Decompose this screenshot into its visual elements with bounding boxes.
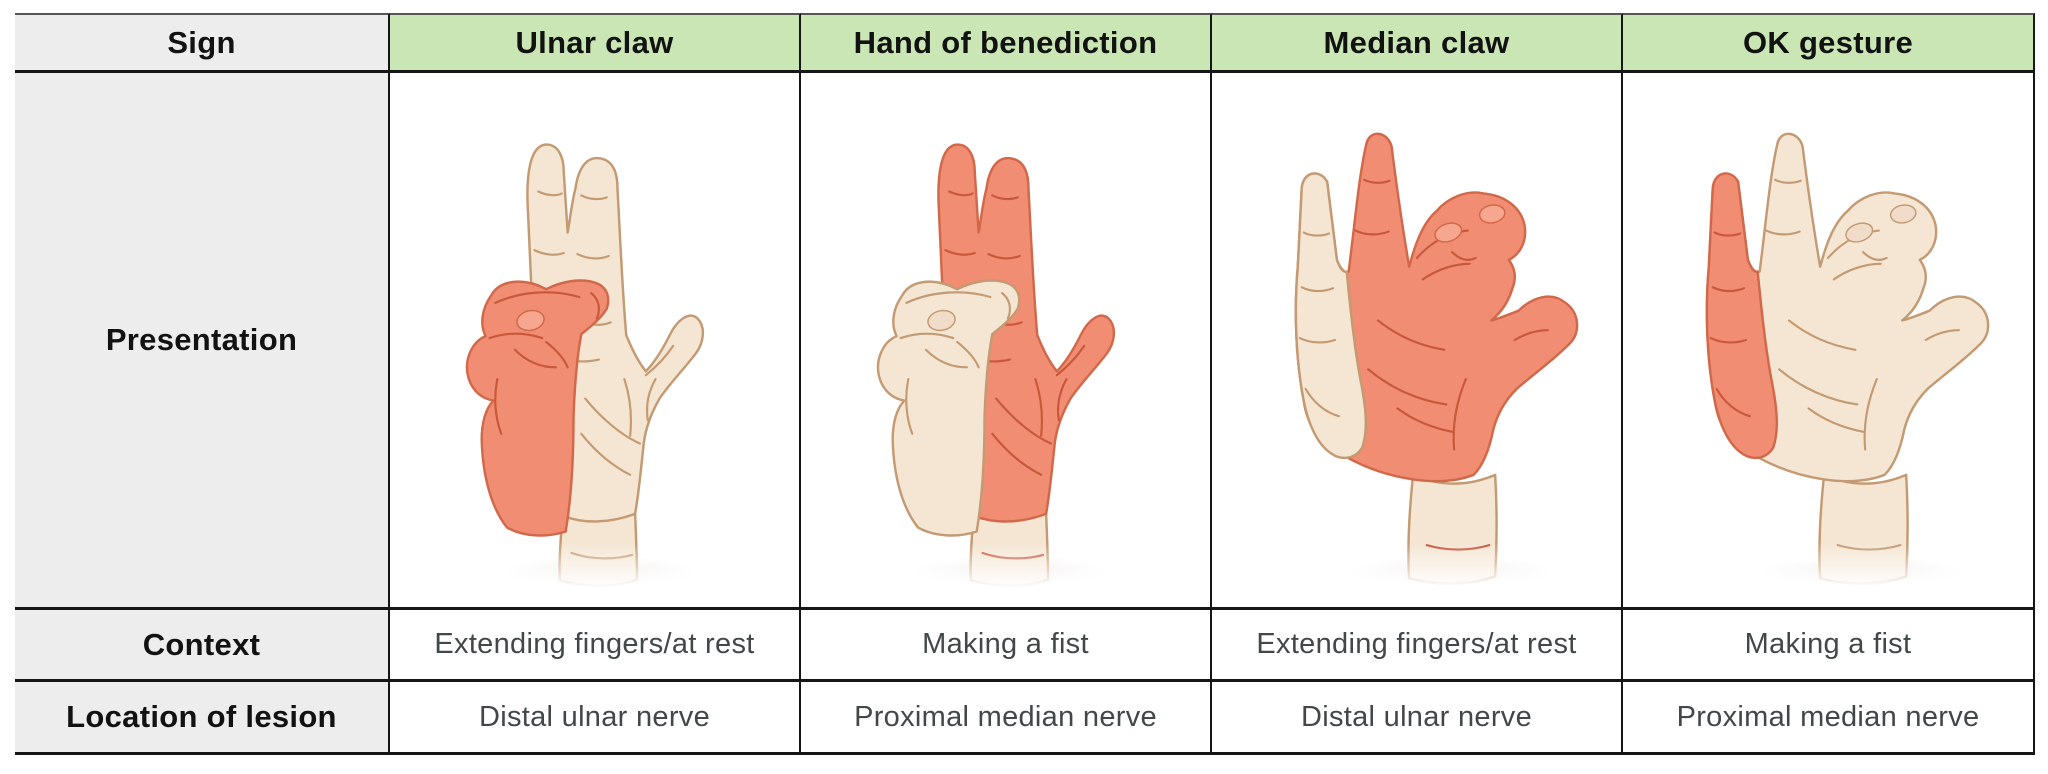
hand-of-benediction-icon <box>810 86 1202 594</box>
context-cell-ok-gesture: Making a fist <box>1623 610 2035 682</box>
context-value: Extending fingers/at rest <box>1256 628 1577 660</box>
lesion-value: Distal ulnar nerve <box>1300 700 1533 733</box>
header-cell-ok-gesture: OK gesture <box>1623 13 2035 73</box>
presentation-cell-ok-gesture <box>1623 73 2035 610</box>
lesion-cell-median-claw: Distal ulnar nerve <box>1212 682 1623 755</box>
row-label-context: Context <box>15 610 390 682</box>
hand-median-claw-icon <box>1221 86 1613 594</box>
row-label-presentation: Presentation <box>15 73 390 610</box>
presentation-cell-hand-of-benediction <box>801 73 1212 610</box>
lesion-cell-hand-of-benediction: Proximal median nerve <box>801 682 1212 755</box>
presentation-cell-ulnar-claw <box>390 73 801 610</box>
context-value: Making a fist <box>1744 628 1912 660</box>
lesion-cell-ulnar-claw: Distal ulnar nerve <box>390 682 801 755</box>
context-cell-hand-of-benediction: Making a fist <box>801 610 1212 682</box>
lesion-value: Proximal median nerve <box>854 700 1157 733</box>
hand-ok-gesture-icon <box>1632 86 2024 594</box>
corner-header-sign: Sign <box>15 13 390 73</box>
presentation-cell-median-claw <box>1212 73 1623 610</box>
row-label-text: Presentation <box>105 322 298 357</box>
header-cell-median-claw: Median claw <box>1212 13 1623 73</box>
context-cell-ulnar-claw: Extending fingers/at rest <box>390 610 801 682</box>
context-value: Making a fist <box>922 628 1089 660</box>
row-label-text: Location of lesion <box>66 699 337 734</box>
corner-header-label: Sign <box>167 24 236 60</box>
header-label: Ulnar claw <box>515 24 674 60</box>
header-label: Median claw <box>1323 24 1510 60</box>
row-label-location-of-lesion: Location of lesion <box>15 682 390 755</box>
context-value: Extending fingers/at rest <box>434 628 755 660</box>
row-label-text: Context <box>142 626 261 662</box>
context-cell-median-claw: Extending fingers/at rest <box>1212 610 1623 682</box>
hand-ulnar-claw-icon <box>399 86 791 594</box>
lesion-cell-ok-gesture: Proximal median nerve <box>1623 682 2035 755</box>
nerve-lesion-sign-table: Sign Ulnar claw Hand of benediction Medi… <box>15 13 2035 755</box>
header-cell-ulnar-claw: Ulnar claw <box>390 13 801 73</box>
header-label: Hand of benediction <box>853 24 1158 60</box>
header-label: OK gesture <box>1742 24 1914 60</box>
lesion-value: Distal ulnar nerve <box>478 700 711 733</box>
header-cell-hand-of-benediction: Hand of benediction <box>801 13 1212 73</box>
lesion-value: Proximal median nerve <box>1676 700 1980 733</box>
